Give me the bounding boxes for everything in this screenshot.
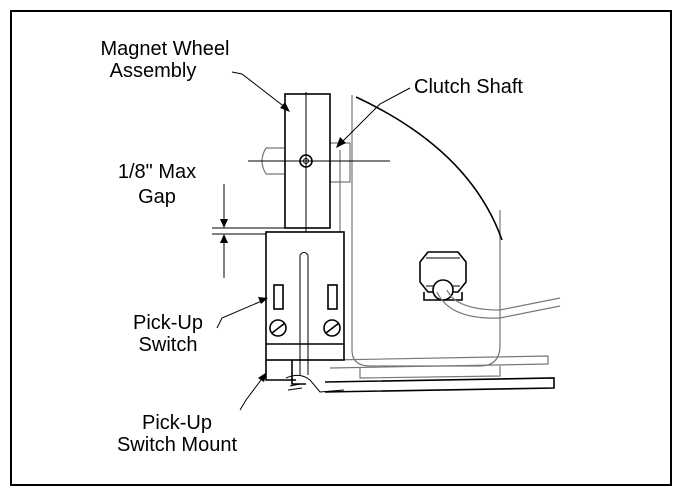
label-pickup-mount: Pick-Up Switch Mount [104,412,250,456]
label-clutch-shaft: Clutch Shaft [414,76,523,98]
label-gap-line2: Gap [138,186,176,208]
cable [436,289,561,319]
leader-pickup-switch [216,297,268,329]
pickup-switch [265,231,345,375]
label-pickup-switch-line1: Pick-Up [132,312,203,334]
wheel-centerline [248,92,390,246]
leader-magnet-wheel [231,71,290,112]
label-pickup-switch: Pick-Up Switch [116,312,220,356]
label-pickup-mount-line2: Switch Mount [116,434,238,456]
clutch-cover-arc [355,96,503,241]
label-gap-line1: 1/8" Max [117,161,197,183]
housing [339,95,501,367]
label-magnet-wheel: Magnet Wheel Assembly [72,38,258,82]
switch-mount [265,360,345,393]
label-pickup-mount-line1: Pick-Up [141,412,212,434]
label-magnet-wheel-line2: Assembly [109,60,197,82]
gap-dimension [212,184,286,278]
label-gap: 1/8" Max Gap [100,161,214,208]
cable-connector [419,251,467,301]
base-rails [324,355,555,393]
label-magnet-wheel-line1: Magnet Wheel [100,38,230,60]
label-pickup-switch-line2: Switch [138,334,198,356]
leader-pickup-mount [239,372,267,411]
leader-clutch-shaft [336,87,411,148]
